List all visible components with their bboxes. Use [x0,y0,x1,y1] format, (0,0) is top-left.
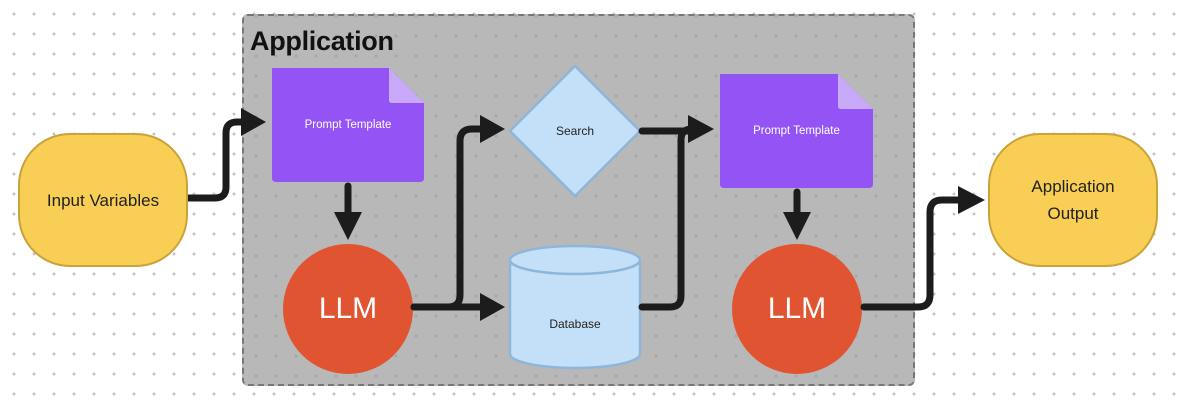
prompt-template-label-2: Prompt Template [753,125,840,137]
application-output-line-1: Application [1031,177,1115,196]
edge-database-to-prompt2 [638,125,700,311]
database-label: Database [549,317,601,331]
application-group-title: Application [250,26,394,56]
arrowhead-llm1-to-database [480,293,505,321]
arrowhead-prompt2-to-llm2 [783,212,811,240]
arrowhead-llm1-to-search [480,115,505,143]
search-label: Search [555,124,595,138]
search-diamond[interactable] [508,64,642,198]
input-variables-label: Input Variables [46,190,160,210]
llm-label-1: LLM [318,292,378,325]
arrowhead-search-to-prompt2 [688,115,714,143]
application-output-node[interactable]: Application Output [988,133,1158,267]
edges [184,108,985,321]
llm-label-2: LLM [767,292,827,325]
input-variables-node[interactable]: Input Variables [18,133,188,267]
llm-circle-1[interactable] [283,244,413,374]
application-output-line-2: Output [1047,204,1099,223]
prompt-template-shape-2[interactable] [720,74,873,188]
prompt-template-shape-1[interactable] [272,68,424,182]
llm-circle-2[interactable] [732,244,862,374]
edge-llm2-to-output [860,196,962,311]
arrowhead-llm2-to-output [958,186,985,214]
prompt-template-label-1: Prompt Template [304,119,392,131]
database-cylinder[interactable] [508,244,642,370]
arrowhead-input-to-prompt1 [241,108,266,136]
application-output-label: Application Output [1031,173,1114,227]
arrowhead-prompt1-to-llm1 [334,212,362,240]
edge-input-to-prompt1 [184,118,248,202]
